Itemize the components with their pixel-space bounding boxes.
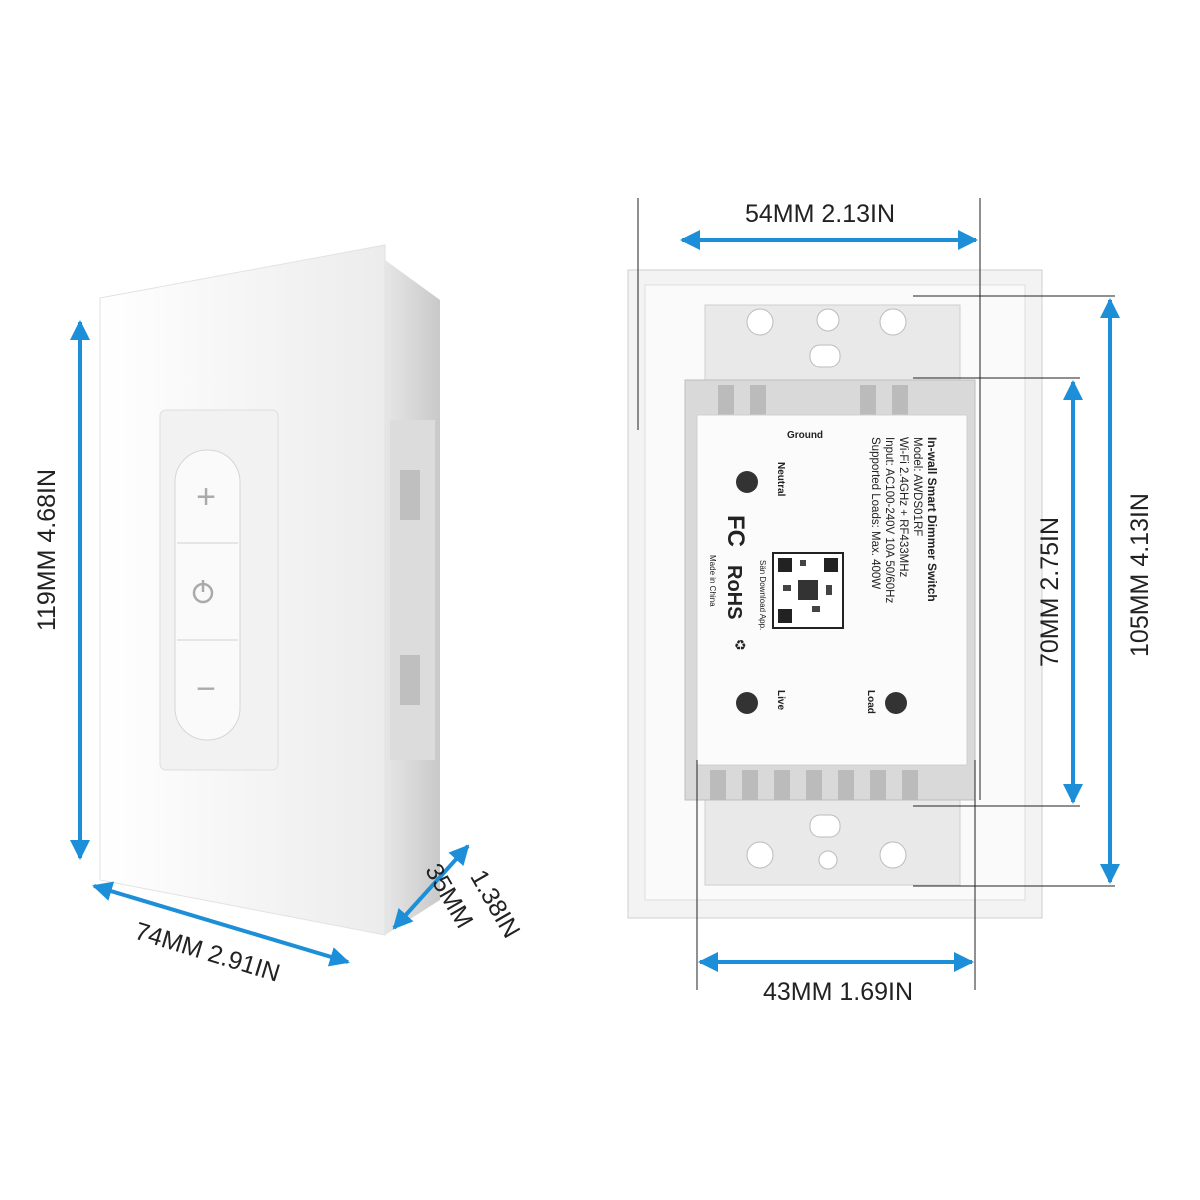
spec-model: Model: AWDS01RF [911, 437, 923, 536]
outer-height-label: 105MM 4.13IN [1126, 493, 1154, 657]
origin-text: Made in China [708, 555, 717, 607]
side-terminal [400, 470, 420, 520]
increase-button-icon: + [196, 478, 216, 516]
product-spec-text: In-wall Smart Dimmer Switch Model: AWDS0… [869, 437, 939, 603]
spec-loads: Supported Loads: Max. 400W [869, 437, 881, 589]
spec-title: In-wall Smart Dimmer Switch [925, 437, 939, 602]
load-terminal-screw [885, 692, 907, 714]
spec-input: Input: AC100-240V 10A 50/60Hz [883, 437, 895, 603]
rohs-logo: RoHS [723, 565, 745, 619]
neutral-terminal-screw [736, 471, 758, 493]
inner-height-label: 70MM 2.75IN [1036, 517, 1064, 667]
side-terminal [400, 655, 420, 705]
height-label: 119MM 4.68IN [33, 469, 61, 631]
qr-caption: Sän Download App. [758, 560, 767, 630]
width-arrow [92, 881, 350, 967]
decrease-button-icon: − [196, 670, 216, 708]
ground-label: Ground [787, 430, 823, 441]
front-switch: + − [99, 244, 440, 936]
back-dimension-arrows: 54MM 2.13IN 43MM 1.69IN 105MM 4.13IN 70M… [680, 200, 1154, 1006]
neutral-label: Neutral [775, 462, 786, 497]
power-icon [192, 580, 214, 604]
bottom-width-label: 43MM 1.69IN [763, 978, 913, 1006]
live-terminal-screw [736, 692, 758, 714]
width-label: 74MM 2.91IN [131, 917, 283, 988]
recycle-icon: ♻ [734, 637, 747, 653]
qr-code [772, 552, 844, 629]
spec-wifi: Wi-Fi 2.4GHz + RF433MHz [897, 437, 909, 578]
fcc-logo: FC [722, 515, 749, 547]
load-label: Load [865, 690, 876, 714]
depth-arrow [392, 844, 470, 930]
top-width-label: 54MM 2.13IN [745, 200, 895, 228]
rocker-buttons [174, 449, 241, 741]
live-label: Live [775, 690, 786, 710]
depth-label-in: 1.38IN [464, 865, 525, 943]
back-dimensions [637, 198, 1115, 990]
